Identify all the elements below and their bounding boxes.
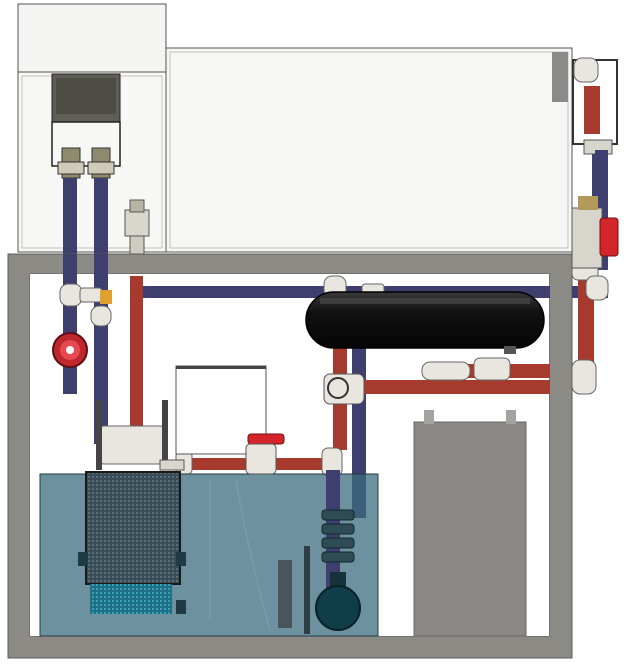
- display-tank: [165, 47, 573, 253]
- overflow-strainer: [51, 73, 121, 167]
- return-pump: [315, 470, 361, 631]
- ball-valve-right: [571, 196, 619, 269]
- ball-valve-skimmer: [245, 433, 285, 475]
- bulkhead-fitting: [124, 199, 150, 255]
- gate-valve: [52, 332, 88, 368]
- heater-tank: [305, 291, 545, 354]
- brass-adapter: [100, 290, 112, 304]
- filter-sock-housing: [78, 471, 186, 614]
- union-return: [323, 373, 365, 405]
- auxiliary-container: [413, 410, 527, 637]
